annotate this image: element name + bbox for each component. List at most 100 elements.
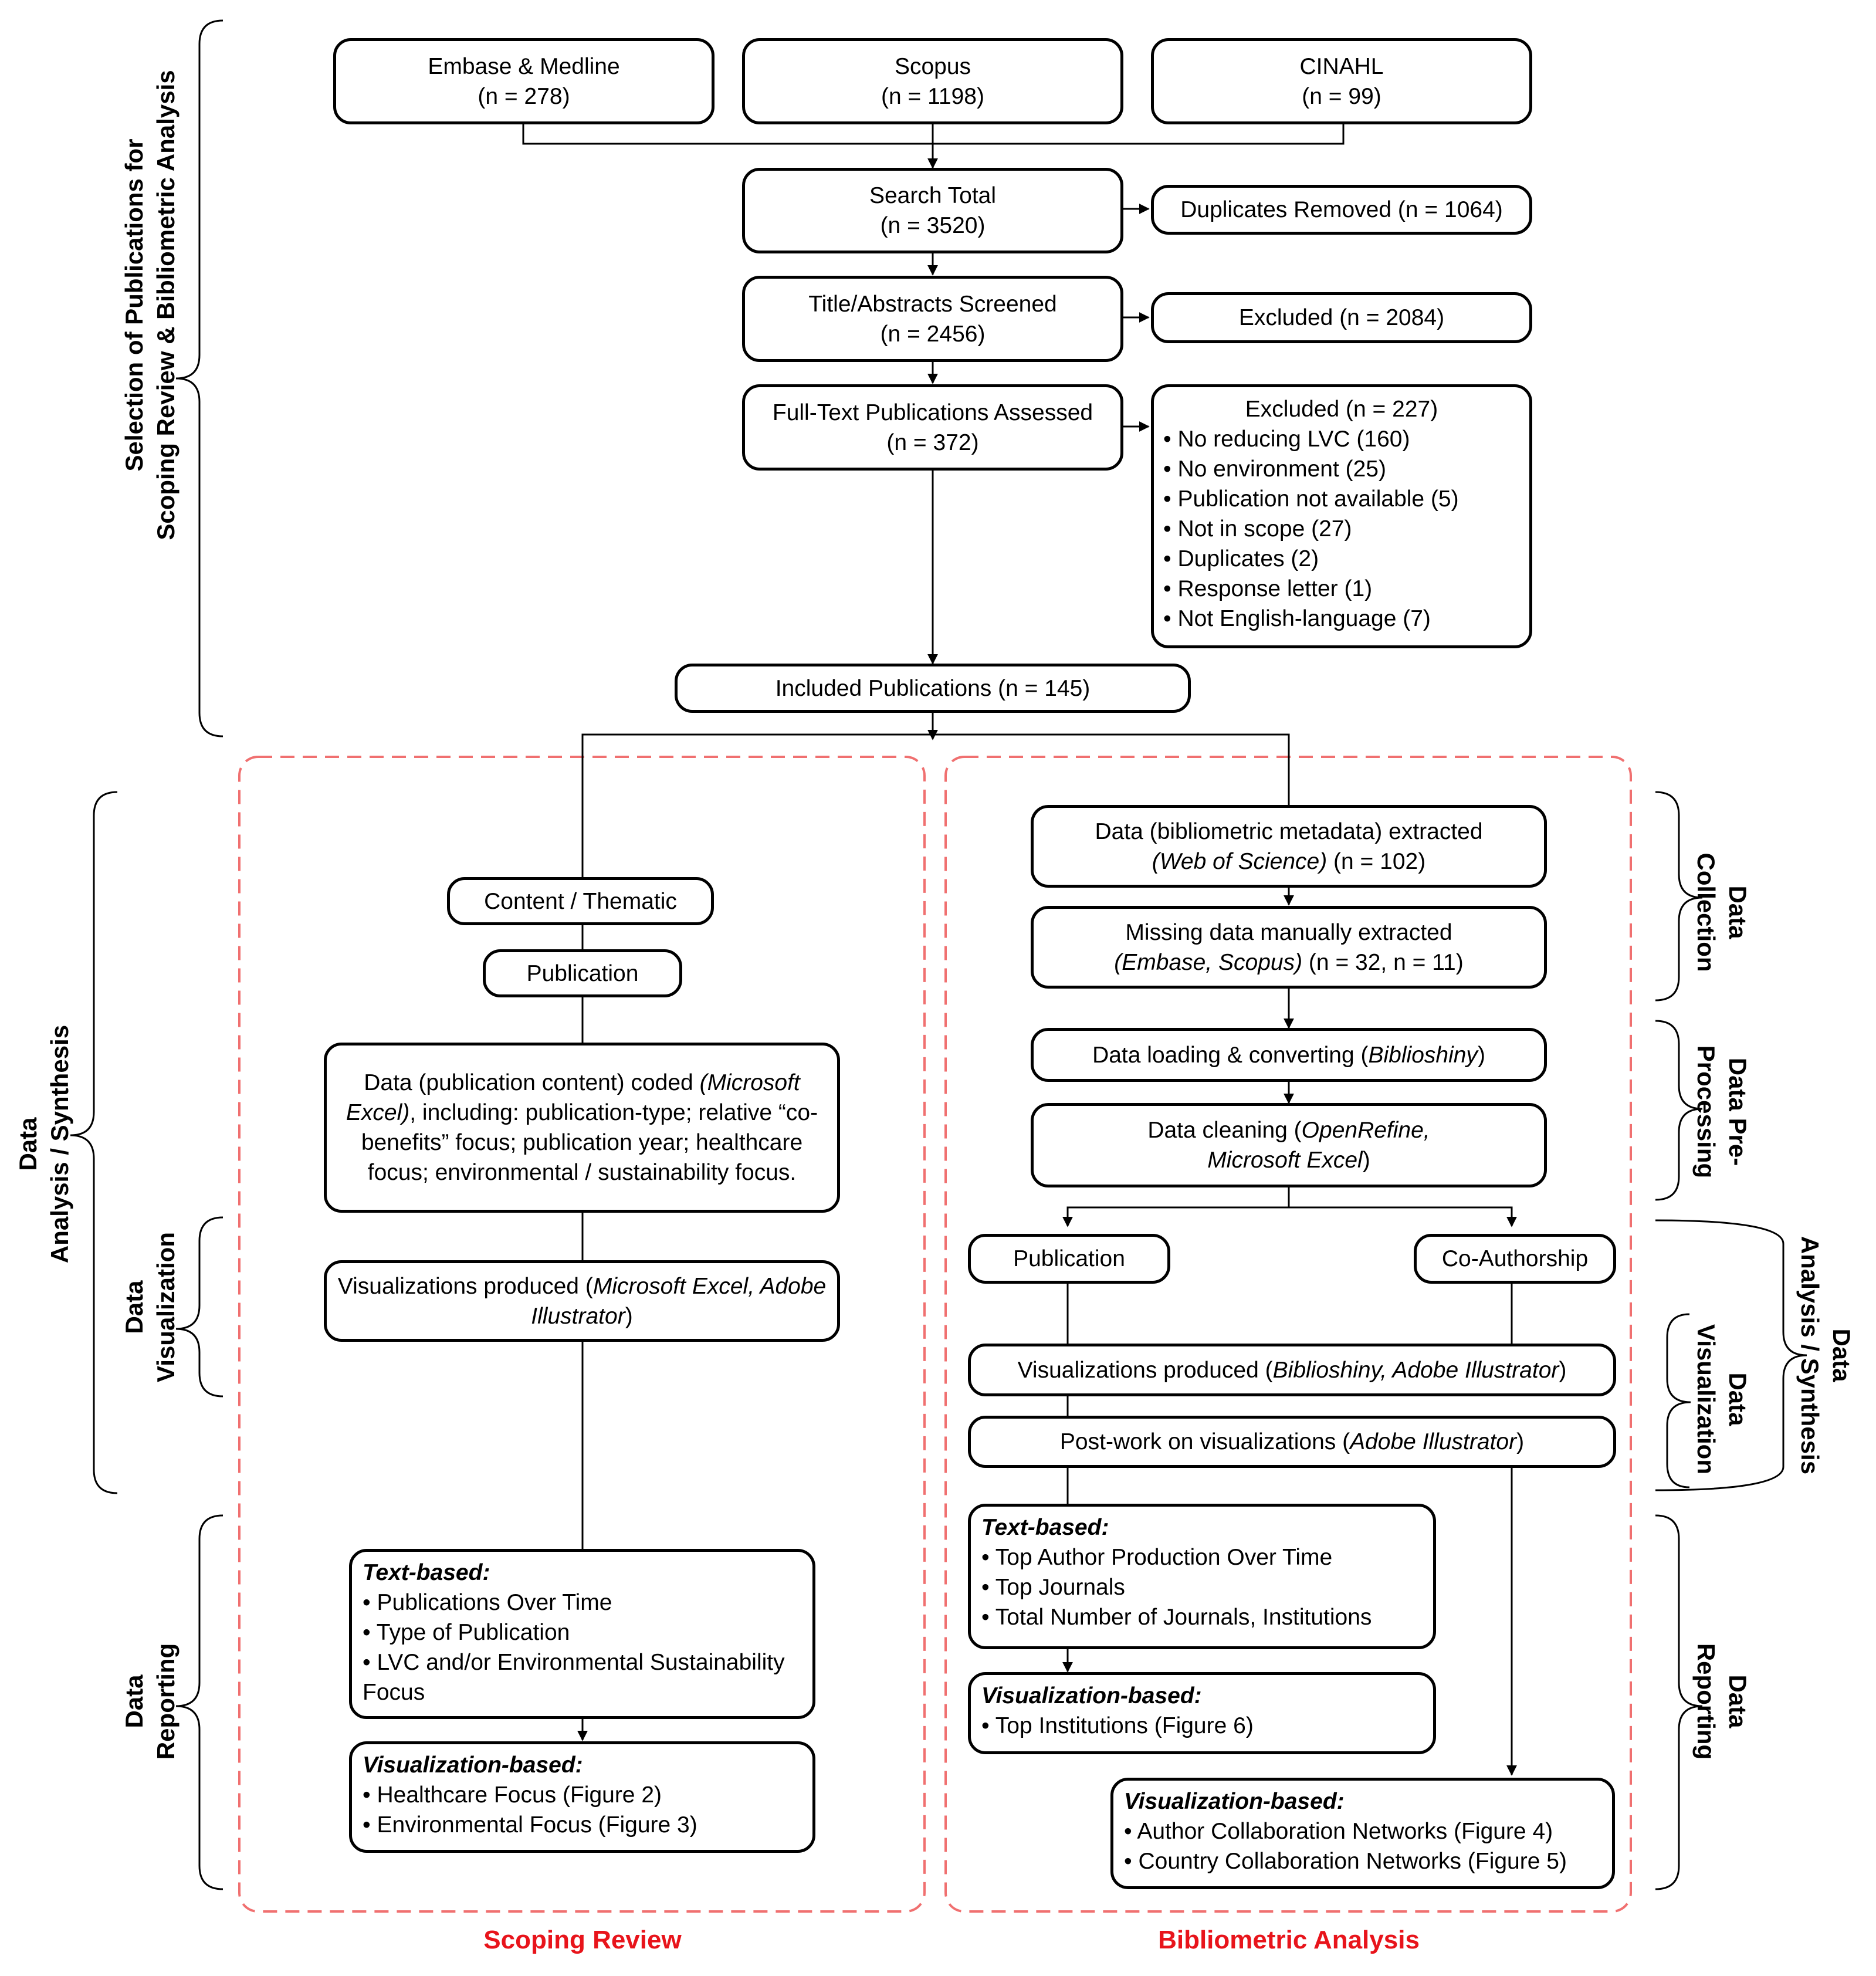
biblio-viz-co-item: • Author Collaboration Networks (Figure …: [1124, 1819, 1553, 1844]
stage-viz-right-label: Data Visualization: [1690, 1324, 1753, 1474]
biblio-viz-a: Visualizations produced (: [1017, 1357, 1273, 1383]
content-thematic-label: Content / Thematic: [484, 888, 677, 914]
stage-collection-line1: Data: [1724, 885, 1752, 939]
data-cleaning-box: Data cleaning (OpenRefine, Microsoft Exc…: [1031, 1103, 1547, 1187]
missing-line2: (Embase, Scopus) (n = 32, n = 11): [1114, 948, 1463, 977]
biblio-viz-pub-title: Visualization-based:: [981, 1683, 1202, 1708]
stage-collection-line2: Collection: [1692, 852, 1720, 972]
biblio-text-item: • Top Journals: [981, 1575, 1125, 1600]
stage-analysis-left-label: Data Analysis / Synthesis: [12, 1025, 76, 1263]
duplicates-removed-box: Duplicates Removed (n = 1064): [1151, 185, 1532, 235]
loading-c: ): [1477, 1042, 1485, 1068]
stage-reporting-right-line2: Reporting: [1692, 1643, 1720, 1760]
bibliometric-analysis-label: Bibliometric Analysis: [1158, 1926, 1420, 1954]
coded-text-c: , including: publication-type; relative …: [361, 1100, 818, 1185]
search-total-box: Search Total (n = 3520): [742, 168, 1123, 253]
postwork-tool: Adobe Illustrator: [1350, 1429, 1517, 1454]
included-publications-label: Included Publications (n = 145): [775, 675, 1091, 701]
content-thematic-box: Content / Thematic: [447, 877, 714, 925]
excluded-reason: • Publication not available (5): [1163, 486, 1459, 512]
data-loading-box: Data loading & converting (Biblioshiny): [1031, 1028, 1547, 1082]
cleaning-c: ): [1362, 1148, 1370, 1173]
stage-selection-label: Selection of Publications for Scoping Re…: [118, 70, 182, 540]
scoping-visualizations-text: Visualizations produced (Microsoft Excel…: [336, 1271, 828, 1331]
biblio-text-based-box: Text-based: • Top Author Production Over…: [968, 1504, 1436, 1649]
biblio-viz-pub-item: • Top Institutions (Figure 6): [981, 1713, 1254, 1738]
missing-line1: Missing data manually extracted: [1125, 919, 1452, 945]
stage-analysis-right-line2: Analysis / Synthesis: [1796, 1236, 1824, 1475]
scoping-text-item: • Publications Over Time: [363, 1590, 612, 1615]
duplicates-removed-label: Duplicates Removed (n = 1064): [1180, 197, 1503, 222]
stage-viz-left-line1: Data: [120, 1280, 148, 1334]
source-embase-medline: Embase & Medline (n = 278): [333, 38, 714, 124]
full-text-title: Full-Text Publications Assessed: [772, 400, 1093, 425]
scoping-text-based-box: Text-based: • Publications Over Time • T…: [349, 1549, 815, 1719]
cleaning-a: Data cleaning (: [1147, 1118, 1302, 1143]
source-cinahl-name: CINAHL: [1299, 53, 1384, 79]
biblio-text-item: • Top Author Production Over Time: [981, 1545, 1333, 1570]
publication-content-coded-box: Data (publication content) coded (Micros…: [324, 1043, 840, 1213]
loading-a: Data loading & converting (: [1092, 1042, 1369, 1068]
full-text-count: (n = 372): [886, 429, 979, 455]
excluded-reason: • No environment (25): [1163, 456, 1386, 482]
excluded-full-title: Excluded (n = 227): [1245, 397, 1438, 422]
excluded-full-text-box: Excluded (n = 227) • No reducing LVC (16…: [1151, 384, 1532, 648]
biblio-viz-text: Visualizations produced (Biblioshiny, Ad…: [1018, 1355, 1567, 1385]
stage-selection-line2: Scoping Review & Bibliometric Analysis: [152, 70, 180, 540]
stage-reporting-right-line1: Data: [1724, 1674, 1752, 1728]
biblio-viz-based-pub-box: Visualization-based: • Top Institutions …: [968, 1672, 1436, 1754]
stage-viz-left-label: Data Visualization: [118, 1232, 182, 1382]
stage-viz-right-line1: Data: [1724, 1372, 1752, 1426]
title-abstracts-count: (n = 2456): [880, 321, 986, 347]
loading-tool: Biblioshiny: [1368, 1042, 1478, 1068]
data-loading-text: Data loading & converting (Biblioshiny): [1092, 1040, 1485, 1070]
stage-analysis-left-line1: Data: [14, 1117, 42, 1171]
search-total-count: (n = 3520): [880, 213, 986, 238]
scoping-publication-label: Publication: [526, 960, 639, 986]
biblio-viz-c: ): [1559, 1357, 1567, 1383]
stage-viz-left-line2: Visualization: [152, 1232, 180, 1382]
coauthorship-label: Co-Authorship: [1441, 1246, 1589, 1271]
excluded-reason: • No reducing LVC (160): [1163, 427, 1410, 452]
stage-selection-line1: Selection of Publications for: [120, 138, 148, 472]
excluded-reasons-list: • No reducing LVC (160) • No environment…: [1163, 424, 1459, 634]
biblio-viz-co-title: Visualization-based:: [1124, 1789, 1345, 1814]
coded-text-tool: (Microsoft Excel): [346, 1070, 800, 1125]
source-embase-name: Embase & Medline: [428, 53, 620, 79]
extracted-tool: (Web of Science): [1152, 848, 1328, 874]
source-embase-count: (n = 278): [478, 83, 570, 109]
biblio-viz-co-item: • Country Collaboration Networks (Figure…: [1124, 1849, 1567, 1874]
postwork-c: ): [1516, 1429, 1525, 1454]
biblio-publication-box: Publication: [968, 1234, 1170, 1284]
stage-reporting-right-label: Data Reporting: [1690, 1643, 1753, 1760]
extracted-line2: (Web of Science) (n = 102): [1152, 847, 1425, 877]
missing-data-box: Missing data manually extracted (Embase,…: [1031, 906, 1547, 989]
excluded-screen-box: Excluded (n = 2084): [1151, 292, 1532, 343]
stage-reporting-left-label: Data Reporting: [118, 1643, 182, 1760]
stage-viz-right-line2: Visualization: [1692, 1324, 1720, 1474]
stage-preproc-line2: Processing: [1692, 1045, 1720, 1179]
biblio-visualizations-box: Visualizations produced (Biblioshiny, Ad…: [968, 1344, 1616, 1396]
scoping-viz-item: • Environmental Focus (Figure 3): [363, 1812, 697, 1838]
biblio-text-item: • Total Number of Journals, Institutions: [981, 1605, 1372, 1630]
missing-counts: (n = 32, n = 11): [1302, 949, 1464, 975]
stage-reporting-left-line1: Data: [120, 1674, 148, 1728]
excluded-reason: • Not in scope (27): [1163, 516, 1352, 542]
stage-analysis-right-line1: Data: [1828, 1328, 1855, 1382]
excluded-reason: • Duplicates (2): [1163, 546, 1319, 571]
stage-collection-label: Data Collection: [1690, 852, 1753, 972]
scoping-text-item: • LVC and/or Environmental Sustainabilit…: [363, 1650, 785, 1705]
scoping-text-based-title: Text-based:: [363, 1560, 490, 1585]
included-publications-box: Included Publications (n = 145): [675, 664, 1191, 713]
biblio-viz-tools: Biblioshiny, Adobe Illustrator: [1272, 1357, 1559, 1383]
source-cinahl: CINAHL (n = 99): [1151, 38, 1532, 124]
extracted-count: (n = 102): [1327, 848, 1426, 874]
source-scopus: Scopus (n = 1198): [742, 38, 1123, 124]
excluded-screen-label: Excluded (n = 2084): [1238, 305, 1445, 330]
coauthorship-box: Co-Authorship: [1414, 1234, 1616, 1284]
excluded-reason: • Not English-language (7): [1163, 606, 1431, 631]
data-cleaning-text: Data cleaning (OpenRefine, Microsoft Exc…: [1125, 1115, 1453, 1175]
search-total-title: Search Total: [869, 183, 997, 208]
scoping-review-label: Scoping Review: [483, 1926, 682, 1954]
